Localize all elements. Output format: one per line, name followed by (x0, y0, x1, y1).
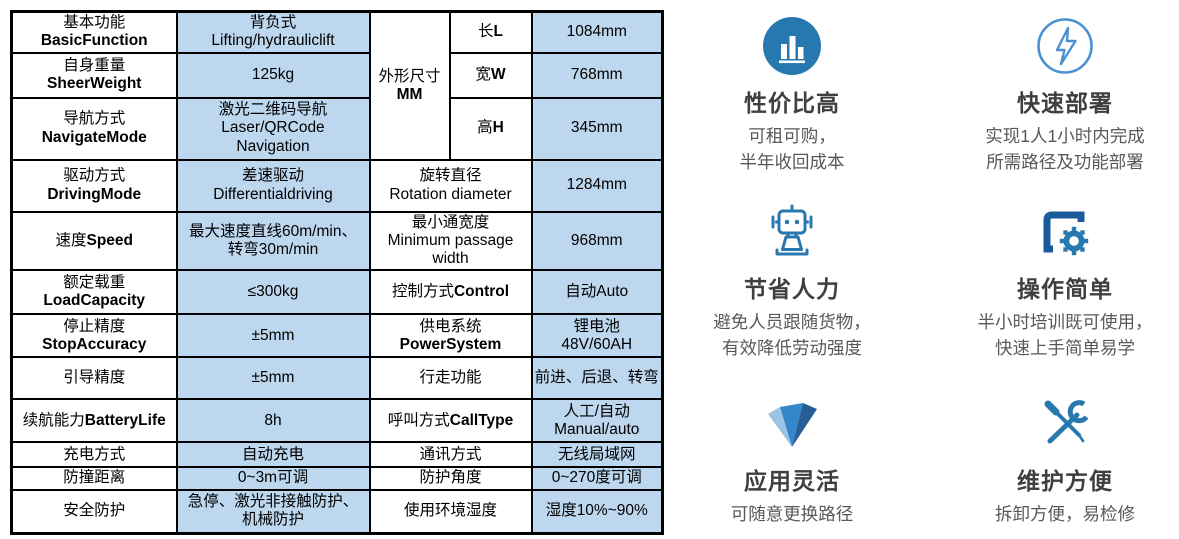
spec-value-safety-protection: 急停、激光非接触防护、机械防护 (175, 488, 371, 535)
spec-label-width: 宽W (448, 51, 533, 99)
spec-value-guide-accuracy: ±5mm (175, 356, 371, 401)
feature-flexible-application: 应用灵活 可随意更换路径 (688, 392, 896, 527)
spec-value-height: 345mm (530, 96, 664, 161)
spec-value-sheer-weight: 125kg (175, 51, 371, 99)
bar-chart-circle-icon (762, 14, 822, 78)
feature-desc: 拆卸方便，易检修 (995, 504, 1135, 524)
feature-title: 维护方便 (1017, 468, 1113, 494)
spec-value-env-humidity: 湿度10%~90% (530, 488, 664, 535)
spec-value-charging-mode: 自动充电 (175, 441, 371, 469)
spec-label-height: 高H (448, 96, 533, 161)
lightning-circle-icon (1034, 14, 1096, 78)
spec-label-control: 控制方式Control (368, 269, 533, 316)
table-row: 安全防护 急停、激光非接触防护、机械防护 使用环境湿度 湿度10%~90% (10, 488, 664, 535)
feature-desc: 实现1人1小时内完成所需路径及功能部署 (985, 126, 1145, 173)
gear-frame-icon (1036, 200, 1094, 264)
spec-value-communication: 无线局域网 (530, 441, 664, 469)
feature-title: 操作简单 (1017, 276, 1113, 302)
feature-desc: 避免人员跟随货物，有效降低劳动强度 (713, 312, 871, 359)
feature-fast-deployment: 快速部署 实现1人1小时内完成所需路径及功能部署 (950, 14, 1179, 176)
spec-label-communication: 通讯方式 (368, 441, 533, 469)
feature-title: 性价比高 (744, 90, 840, 116)
table-row: 引导精度 ±5mm 行走功能 前进、后退、转弯 (10, 356, 664, 401)
spec-label-guide-accuracy: 引导精度 (10, 356, 178, 401)
spec-label-call-type: 呼叫方式CallType (368, 398, 533, 444)
feature-desc: 可租可购，半年收回成本 (739, 126, 845, 173)
spec-label-charging-mode: 充电方式 (10, 441, 178, 469)
spec-value-collision-distance: 0~3m可调 (175, 466, 371, 491)
spec-label-length: 长L (448, 10, 533, 54)
feature-easy-maintenance: 维护方便 拆卸方便，易检修 (950, 392, 1179, 527)
spec-value-load-capacity: ≤300kg (175, 269, 371, 316)
feature-cost-effective: 性价比高 可租可购，半年收回成本 (690, 14, 894, 176)
robot-icon (762, 200, 822, 264)
spec-label-travel-function: 行走功能 (368, 356, 533, 401)
table-row: 充电方式 自动充电 通讯方式 无线局域网 (10, 441, 664, 469)
table-row: 防撞距离 0~3m可调 防护角度 0~270度可调 (10, 466, 664, 491)
spec-label-speed: 速度Speed (10, 210, 178, 272)
feature-title: 节省人力 (744, 276, 840, 302)
spec-value-width: 768mm (530, 51, 664, 99)
spec-label-safety-protection: 安全防护 (10, 488, 178, 535)
feature-title: 应用灵活 (744, 468, 840, 494)
spec-value-rotation-diameter: 1284mm (530, 158, 664, 213)
spec-value-travel-function: 前进、后退、转弯 (530, 356, 664, 401)
tools-icon (1037, 392, 1093, 456)
spec-label-env-humidity: 使用环境湿度 (368, 488, 533, 535)
feature-title: 快速部署 (1017, 90, 1113, 116)
spec-value-speed: 最大速度直线60m/min、转弯30m/min (175, 210, 371, 272)
feature-easy-operation: 操作简单 半小时培训既可使用，快速上手简单易学 (948, 200, 1179, 362)
feature-desc: 可随意更换路径 (730, 504, 854, 524)
spec-value-protection-angle: 0~270度可调 (530, 466, 664, 491)
feature-save-labor: 节省人力 避免人员跟随货物，有效降低劳动强度 (686, 200, 898, 362)
spec-value-battery-life: 8h (175, 398, 371, 444)
spec-label-battery-life: 续航能力BatteryLife (10, 398, 178, 444)
triangle-3d-icon (762, 392, 822, 456)
spec-value-stop-accuracy: ±5mm (175, 313, 371, 359)
spec-value-control: 自动Auto (530, 269, 664, 316)
spec-label-protection-angle: 防护角度 (368, 466, 533, 491)
spec-value-length: 1084mm (530, 10, 664, 54)
spec-label-collision-distance: 防撞距离 (10, 466, 178, 491)
feature-desc: 半小时培训既可使用，快速上手简单易学 (977, 312, 1153, 359)
spec-value-min-passage-width: 968mm (530, 210, 664, 272)
